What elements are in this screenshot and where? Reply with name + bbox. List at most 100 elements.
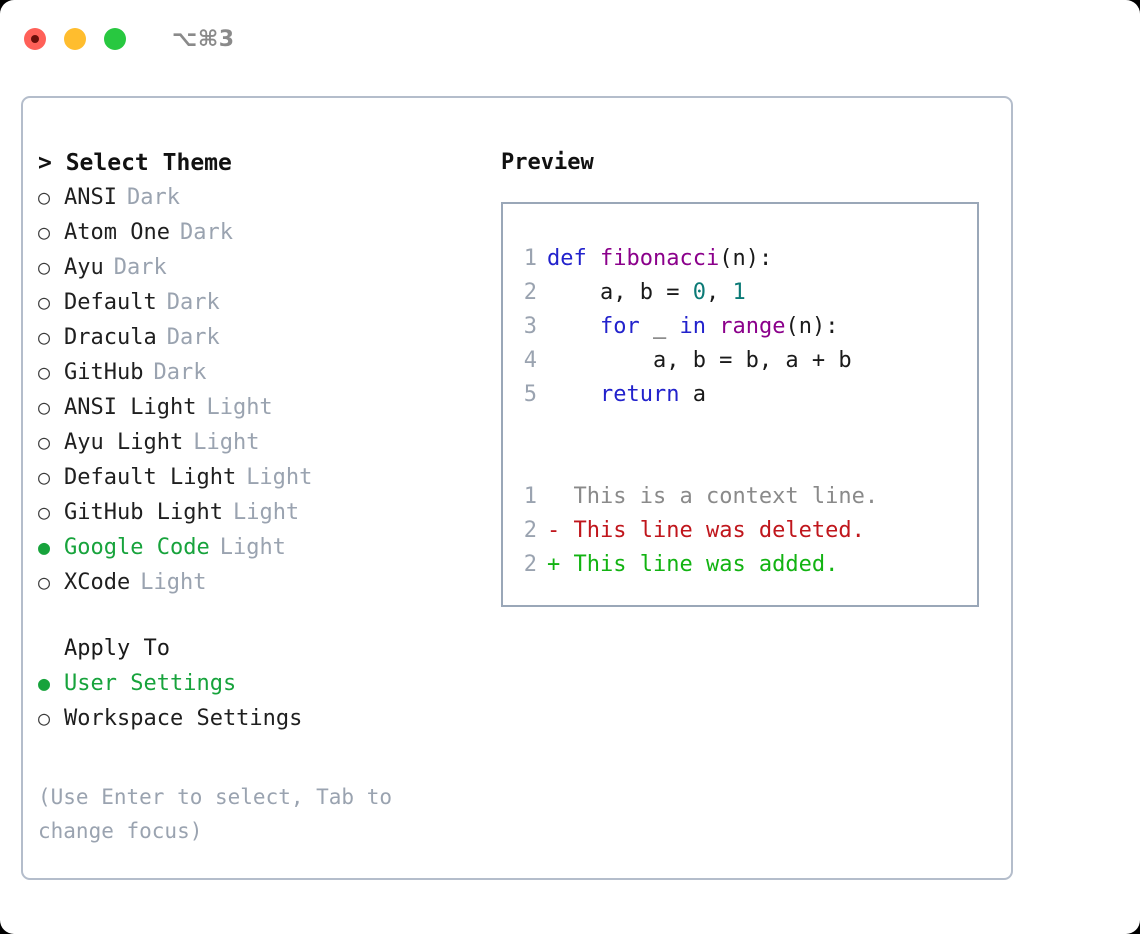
radio-off-icon: ○ xyxy=(38,395,51,419)
theme-option-tag: Dark xyxy=(113,255,167,280)
theme-option-tag: Light xyxy=(219,535,286,560)
keyboard-shortcut-label: ⌥⌘3 xyxy=(172,26,235,52)
diff-line-added: 2 + This line was added. xyxy=(503,548,977,582)
theme-option-ayu[interactable]: ○ Ayu Dark xyxy=(38,250,493,285)
close-button[interactable] xyxy=(24,28,46,50)
theme-option-xcode[interactable]: ○ XCode Light xyxy=(38,565,493,600)
preview-panel: 1 def fibonacci(n): 2 a, b = 0, 1 3 for … xyxy=(501,202,979,607)
preview-column: Preview 1 def fibonacci(n): 2 a, b = 0, … xyxy=(493,98,1011,878)
theme-option-ayu-light[interactable]: ○ Ayu Light Light xyxy=(38,425,493,460)
code-content: def fibonacci(n): xyxy=(547,246,773,271)
diff-marker: - xyxy=(547,518,561,543)
radio-off-icon: ○ xyxy=(38,500,51,524)
diff-text xyxy=(560,480,573,514)
line-number: 2 xyxy=(523,518,537,543)
close-dot-icon xyxy=(31,35,39,43)
theme-list-column: > Select Theme ○ ANSI Dark ○ Atom One Da… xyxy=(23,98,493,878)
theme-option-tag: Dark xyxy=(166,325,220,350)
theme-option-tag: Light xyxy=(246,465,313,490)
line-number: 4 xyxy=(523,348,537,373)
radio-off-icon: ○ xyxy=(38,430,51,454)
theme-option-tag: Light xyxy=(193,430,260,455)
diff-line-context: 1 This is a context line. xyxy=(503,480,977,514)
code-sample: 1 def fibonacci(n): 2 a, b = 0, 1 3 for … xyxy=(503,242,977,412)
code-spacer xyxy=(503,446,977,480)
theme-option-github[interactable]: ○ GitHub Dark xyxy=(38,355,493,390)
code-content: return a xyxy=(599,382,706,407)
radio-off-icon: ○ xyxy=(38,465,51,489)
line-number: 5 xyxy=(523,382,537,407)
diff-content: This is a context line. xyxy=(573,484,879,509)
radio-off-icon: ○ xyxy=(38,570,51,594)
code-content: a, b = b, a + b xyxy=(547,348,852,373)
code-line: 1 def fibonacci(n): xyxy=(503,242,977,276)
code-content: a, b = 0, 1 xyxy=(547,280,746,305)
diff-sample: 1 This is a context line. 2 - This line … xyxy=(503,480,977,582)
title-bar: ⌥⌘3 xyxy=(0,0,1140,78)
apply-to-workspace-settings[interactable]: ○ Workspace Settings xyxy=(38,701,493,736)
radio-on-icon: ● xyxy=(38,671,51,695)
code-content: for _ in range(n): xyxy=(599,314,839,339)
theme-option-label: GitHub Light xyxy=(64,500,223,525)
code-line: 5 return a xyxy=(503,378,977,412)
theme-option-label: Dracula xyxy=(64,325,157,350)
line-number: 1 xyxy=(523,484,537,509)
code-line: 3 for _ in range(n): xyxy=(503,310,977,344)
theme-option-default[interactable]: ○ Default Dark xyxy=(38,285,493,320)
line-number: 2 xyxy=(523,552,537,577)
apply-to-user-settings[interactable]: ● User Settings xyxy=(38,666,493,701)
theme-option-label: Default Light xyxy=(64,465,237,490)
traffic-lights xyxy=(24,28,126,50)
diff-line-deleted: 2 - This line was deleted. xyxy=(503,514,977,548)
theme-option-ansi-light[interactable]: ○ ANSI Light Light xyxy=(38,390,493,425)
theme-option-label: Ayu xyxy=(64,255,104,280)
line-number: 3 xyxy=(523,314,537,339)
theme-option-tag: Light xyxy=(206,395,273,420)
theme-option-label: ANSI Light xyxy=(64,395,197,420)
theme-option-tag: Dark xyxy=(153,360,207,385)
theme-option-tag: Dark xyxy=(166,290,220,315)
radio-off-icon: ○ xyxy=(38,255,51,279)
radio-off-icon: ○ xyxy=(38,325,51,349)
theme-option-tag: Dark xyxy=(126,185,180,210)
code-line: 2 a, b = 0, 1 xyxy=(503,276,977,310)
code-spacer xyxy=(503,412,977,446)
theme-option-google-code[interactable]: ● Google Code Light xyxy=(38,530,493,565)
diff-text xyxy=(560,514,573,548)
theme-option-dracula[interactable]: ○ Dracula Dark xyxy=(38,320,493,355)
radio-off-icon: ○ xyxy=(38,360,51,384)
preview-title: Preview xyxy=(501,150,594,175)
theme-option-label: GitHub xyxy=(64,360,144,385)
code-line: 4 a, b = b, a + b xyxy=(503,344,977,378)
line-number: 1 xyxy=(523,246,537,271)
theme-option-list: ○ ANSI Dark ○ Atom One Dark ○ Ayu Dark xyxy=(38,180,493,600)
theme-option-github-light[interactable]: ○ GitHub Light Light xyxy=(38,495,493,530)
theme-option-default-light[interactable]: ○ Default Light Light xyxy=(38,460,493,495)
theme-option-label: Google Code xyxy=(64,535,210,560)
theme-option-tag: Light xyxy=(232,500,300,525)
radio-off-icon: ○ xyxy=(38,290,51,314)
diff-content: This line was deleted. xyxy=(573,518,865,543)
radio-off-icon: ○ xyxy=(38,185,51,209)
theme-option-atom-one[interactable]: ○ Atom One Dark xyxy=(38,215,493,250)
minimize-button[interactable] xyxy=(64,28,86,50)
theme-option-tag: Light xyxy=(140,570,207,595)
theme-option-label: Default xyxy=(64,290,157,315)
zoom-button[interactable] xyxy=(104,28,126,50)
diff-content: This line was added. xyxy=(573,552,839,577)
diff-marker xyxy=(547,480,560,514)
keyboard-hint-text: (Use Enter to select, Tab to change focu… xyxy=(38,785,405,843)
theme-option-label: ANSI xyxy=(64,185,117,210)
theme-option-tag: Dark xyxy=(179,220,233,245)
theme-option-ansi[interactable]: ○ ANSI Dark xyxy=(38,180,493,215)
line-number: 2 xyxy=(523,280,537,305)
theme-option-label: XCode xyxy=(64,570,131,595)
radio-off-icon: ○ xyxy=(38,706,51,730)
radio-on-icon: ● xyxy=(38,535,51,559)
radio-off-icon: ○ xyxy=(38,220,51,244)
theme-option-label: Atom One xyxy=(64,220,170,245)
apply-to-header: Apply To xyxy=(64,636,170,661)
theme-picker-dialog: > Select Theme ○ ANSI Dark ○ Atom One Da… xyxy=(21,96,1013,880)
theme-option-label: Ayu Light xyxy=(64,430,184,455)
